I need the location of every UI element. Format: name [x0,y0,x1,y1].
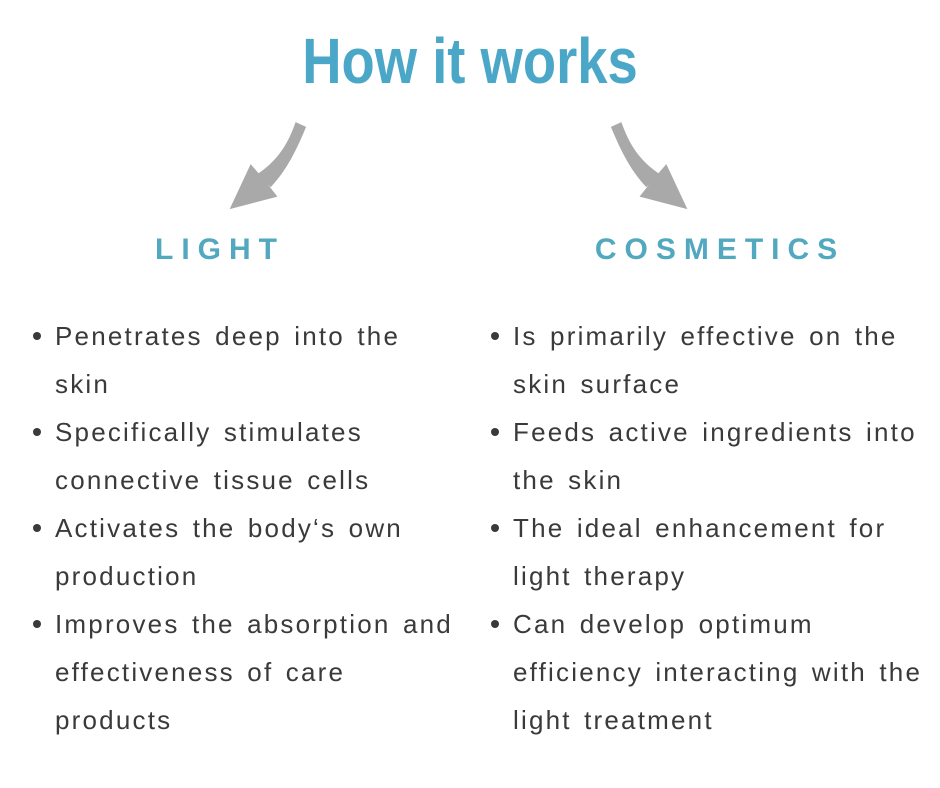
list-item: Can develop optimum efficiency interacti… [488,600,930,744]
list-item: Improves the absorption and effectivenes… [30,600,458,744]
list-item: Activates the body‘s own production [30,504,458,600]
list-item: Feeds active ingredients into the skin [488,408,930,504]
list-item: Penetrates deep into the skin [30,312,458,408]
column-heading-light: LIGHT [155,233,285,266]
list-item: Is primarily effective on the skin surfa… [488,312,930,408]
cosmetics-bullet-list: Is primarily effective on the skin surfa… [488,312,930,744]
curved-arrow-down-right-icon [609,120,695,216]
light-bullet-list: Penetrates deep into the skin Specifical… [30,312,458,744]
list-item: Specifically stimulates connective tissu… [30,408,458,504]
column-heading-cosmetics: COSMETICS [594,233,846,266]
list-item: The ideal enhancement for light therapy [488,504,930,600]
curved-arrow-down-left-icon [222,120,308,216]
page-title: How it works [302,25,638,97]
